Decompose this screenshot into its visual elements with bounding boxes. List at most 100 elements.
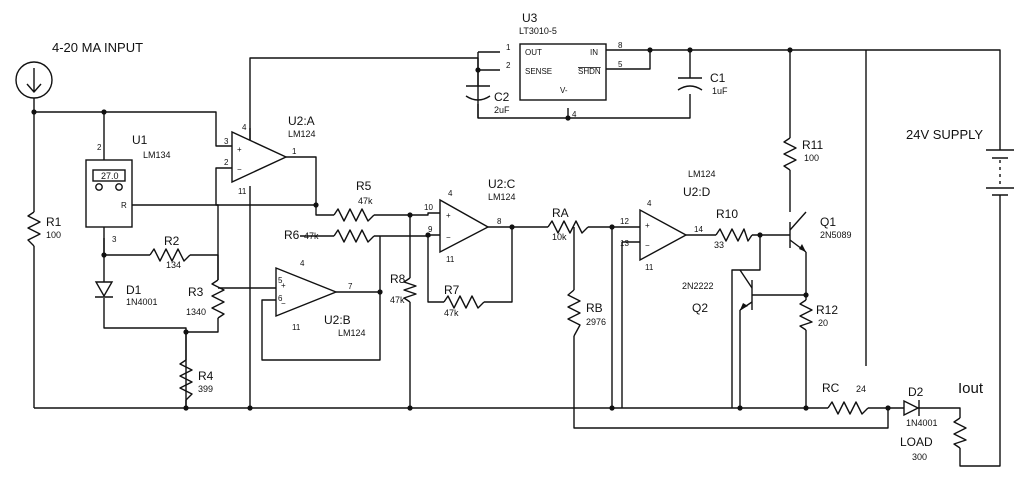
r3-value: 1340 — [186, 307, 206, 317]
u1-ref: U1 — [132, 133, 148, 147]
c2-value: 2uF — [494, 105, 510, 115]
u3-pin-2: 2 — [506, 61, 511, 70]
u1-sensor — [85, 159, 133, 228]
q2-transistor — [739, 269, 753, 311]
u2d-ref: U2:D — [683, 185, 711, 199]
r7-ref: R7 — [444, 283, 460, 297]
u2c-ref: U2:C — [488, 177, 516, 191]
junction-dots — [31, 47, 891, 411]
r2-resistor — [149, 248, 191, 262]
load-resistor — [953, 417, 967, 449]
q2-value: 2N2222 — [682, 281, 714, 291]
svg-text:+: + — [281, 281, 286, 290]
r4-ref: R4 — [198, 369, 214, 383]
d1-value: 1N4001 — [126, 297, 158, 307]
u2a-pin-4: 4 — [242, 123, 247, 132]
d1-ref: D1 — [126, 283, 142, 297]
u1-display: 27.0 — [101, 171, 119, 181]
u2a-pin-2: 2 — [224, 158, 229, 167]
r6-ref: R6 — [284, 228, 300, 242]
u3-regulator — [519, 43, 607, 101]
r10-resistor — [715, 228, 753, 242]
r10-value: 33 — [714, 240, 724, 250]
u2c-opamp: + − — [439, 198, 490, 254]
r2-ref: R2 — [164, 234, 180, 248]
u2b-pin-7: 7 — [348, 282, 353, 291]
rb-value: 2976 — [586, 317, 606, 327]
r4-resistor — [179, 359, 193, 401]
u2d-pin-13: 13 — [620, 239, 629, 248]
u3-pin-5: 5 — [618, 60, 623, 69]
u3-pin-out: OUT — [525, 48, 542, 57]
r1-ref: R1 — [46, 215, 62, 229]
r7-value: 47k — [444, 308, 459, 318]
q1-value: 2N5089 — [820, 230, 852, 240]
u2a-ref: U2:A — [288, 114, 315, 128]
svg-text:+: + — [237, 145, 242, 154]
u2b-pin-6: 6 — [278, 294, 283, 303]
rb-ref: RB — [586, 301, 603, 315]
rb-resistor — [567, 289, 581, 337]
u3-pin-vminus: V- — [560, 86, 568, 95]
u2d-pin-12: 12 — [620, 217, 629, 226]
u3-pin-in: IN — [590, 48, 598, 57]
u2c-pin-11: 11 — [446, 255, 455, 264]
svg-text:−: − — [281, 299, 286, 308]
r2-value: 134 — [166, 260, 181, 270]
u2c-pin-8: 8 — [497, 217, 502, 226]
u2d-value-top: LM124 — [688, 169, 716, 179]
svg-text:−: − — [237, 165, 242, 174]
r11-ref: R11 — [802, 138, 823, 152]
u2a-pin-3: 3 — [224, 137, 229, 146]
svg-text:+: + — [645, 221, 650, 230]
r1-resistor — [27, 211, 41, 247]
u2b-opamp: + − — [275, 266, 338, 318]
q2-ref: Q2 — [692, 301, 708, 315]
r8-ref: R8 — [390, 272, 406, 286]
r5-ref: R5 — [356, 179, 372, 193]
load-value: 300 — [912, 452, 927, 462]
ra-resistor — [547, 220, 589, 234]
u2d-pin-4: 4 — [647, 199, 652, 208]
u2a-pin-11: 11 — [238, 187, 247, 196]
r3-resistor — [211, 279, 225, 319]
r4-value: 399 — [198, 384, 213, 394]
d2-ref: D2 — [908, 385, 924, 399]
u2c-pin-10: 10 — [424, 203, 433, 212]
rc-value: 24 — [856, 384, 866, 394]
d2-value: 1N4001 — [906, 418, 938, 428]
r1-value: 100 — [46, 230, 61, 240]
r5-resistor — [333, 208, 375, 222]
u1-pin-3: 3 — [112, 235, 117, 244]
r7-resistor — [443, 295, 485, 309]
r6-value: 47k — [304, 231, 319, 241]
r8-value: 47k — [390, 295, 405, 305]
u2a-pin-1: 1 — [292, 147, 297, 156]
r12-value: 20 — [818, 318, 828, 328]
r5-value: 47k — [358, 196, 373, 206]
u3-value: LT3010-5 — [519, 26, 557, 36]
u3-pin-shdn: SHDN — [578, 67, 601, 76]
rc-ref: RC — [822, 381, 840, 395]
rc-resistor — [827, 401, 869, 415]
r10-ref: R10 — [716, 207, 738, 221]
u1-pin-2: 2 — [97, 143, 102, 152]
svg-text:+: + — [446, 211, 451, 220]
q1-transistor — [789, 211, 807, 253]
input-label: 4-20 MA INPUT — [52, 40, 143, 55]
r11-resistor — [783, 137, 797, 171]
u2c-pin-4: 4 — [448, 189, 453, 198]
wires — [33, 49, 1001, 467]
r8-resistor — [403, 277, 417, 303]
u3-pin-sense: SENSE — [525, 67, 552, 76]
r12-ref: R12 — [816, 303, 838, 317]
u3-pin-4: 4 — [572, 110, 577, 119]
u2b-value: LM124 — [338, 328, 366, 338]
c1-value: 1uF — [712, 86, 728, 96]
u1-pin-r: R — [121, 201, 127, 210]
output-label: Iout — [958, 380, 984, 397]
battery-symbol — [986, 149, 1014, 196]
q1-ref: Q1 — [820, 215, 836, 229]
d1-diode — [94, 281, 114, 298]
